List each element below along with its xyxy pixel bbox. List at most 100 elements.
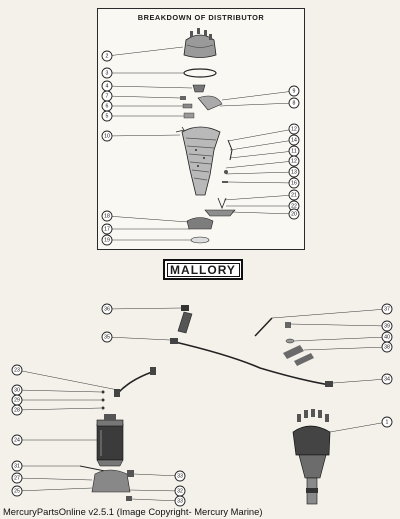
callout-circle [288, 97, 300, 109]
leader-line [221, 90, 295, 101]
callout-13: 13 [288, 166, 300, 178]
leader-line [106, 95, 181, 99]
callout-5: 5 [101, 110, 113, 122]
coil-lead-boot-icon [150, 367, 156, 375]
callout-circle [381, 303, 393, 315]
leader-line [16, 407, 102, 411]
callout-number: 4 [106, 83, 109, 89]
callout-number: 24 [14, 437, 20, 443]
leader-line [106, 307, 182, 310]
coil-bracket-icon [91, 469, 131, 493]
callout-circle [288, 177, 300, 189]
callout-35: 35 [101, 331, 113, 343]
callout-40: 40 [381, 331, 393, 343]
callout-7: 7 [101, 90, 113, 102]
callout-number: 10 [104, 133, 110, 139]
callout-11: 11 [288, 145, 300, 157]
callout-circle [381, 416, 393, 428]
callout-number: 32 [177, 488, 183, 494]
leader-line [225, 160, 295, 169]
callout-37: 37 [381, 303, 393, 315]
ignition-coil-icon [96, 414, 124, 467]
callout-number: 11 [291, 148, 296, 154]
callout-circle [11, 472, 23, 484]
callout-number: 35 [104, 334, 110, 340]
callout-number: 12 [291, 158, 297, 164]
callout-4: 4 [101, 80, 113, 92]
callout-29: 29 [11, 394, 23, 406]
callout-number: 34 [384, 376, 390, 382]
callout-circle [101, 130, 113, 142]
callout-16: 16 [288, 177, 300, 189]
callout-8: 8 [288, 97, 300, 109]
leader-line [106, 85, 193, 89]
callout-number: 33 [177, 498, 183, 504]
condenser-icon [182, 103, 193, 109]
callout-circle [174, 495, 186, 507]
leader-line [231, 211, 295, 215]
spring-icon [227, 139, 233, 161]
nut-icon [101, 398, 105, 402]
callout-number: 2 [106, 53, 109, 59]
callout-circle [288, 208, 300, 220]
callout-circle [101, 50, 113, 62]
callout-number: 23 [14, 367, 20, 373]
callout-circle [101, 210, 113, 222]
callout-circle [101, 110, 113, 122]
distributor-cap-icon [183, 28, 217, 58]
leader-line [106, 336, 171, 341]
callout-number: 14 [291, 137, 297, 143]
callout-number: 19 [104, 237, 110, 243]
callout-number: 13 [291, 169, 297, 175]
callout-12: 12 [288, 155, 300, 167]
callout-number: 39 [384, 323, 390, 329]
callout-circle [101, 67, 113, 79]
callout-6: 6 [101, 100, 113, 112]
leader-line [289, 323, 388, 327]
callout-33: 33 [174, 495, 186, 507]
callout-circle [11, 434, 23, 446]
callout-number: 17 [104, 226, 110, 232]
leader-line [106, 46, 184, 57]
callout-27: 27 [11, 472, 23, 484]
callout-2: 2 [101, 50, 113, 62]
washer-icon [224, 170, 228, 174]
callout-circle [11, 404, 23, 416]
nut-icon [101, 390, 105, 394]
leader-line [106, 134, 181, 137]
callout-number: 8 [293, 100, 296, 106]
callout-number: 40 [384, 334, 390, 340]
callout-circle [101, 303, 113, 315]
callout-circle [11, 364, 23, 376]
callout-number: 5 [106, 113, 109, 119]
nut-icon [101, 406, 105, 410]
callout-number: 16 [291, 180, 297, 186]
leader-line [133, 473, 181, 477]
bracket-nut-icon [127, 470, 134, 477]
brand-label: MALLORY [163, 259, 243, 280]
callout-number: 37 [384, 306, 390, 312]
callout-circle [288, 166, 300, 178]
leader-line [16, 477, 93, 481]
coil-lead-icon [117, 371, 153, 394]
callout-number: 6 [106, 103, 109, 109]
primary-lead-icon [254, 317, 273, 337]
callout-number: 22 [291, 203, 297, 209]
callout-number: 25 [14, 488, 20, 494]
callout-number: 20 [291, 211, 297, 217]
lead-boot-left-icon [170, 338, 178, 344]
callout-number: 30 [14, 387, 20, 393]
callout-circle [11, 460, 23, 472]
leader-line [227, 128, 295, 142]
callout-34: 34 [381, 373, 393, 385]
leader-line [219, 102, 295, 107]
leader-line [271, 308, 388, 319]
callout-18: 18 [101, 210, 113, 222]
callout-number: 31 [14, 463, 20, 469]
coil-wire-boot-icon [177, 305, 193, 334]
callout-20: 20 [288, 208, 300, 220]
panel-title: BREAKDOWN OF DISTRIBUTOR [137, 13, 265, 22]
callout-circle [381, 320, 393, 332]
callout-14: 14 [288, 134, 300, 146]
